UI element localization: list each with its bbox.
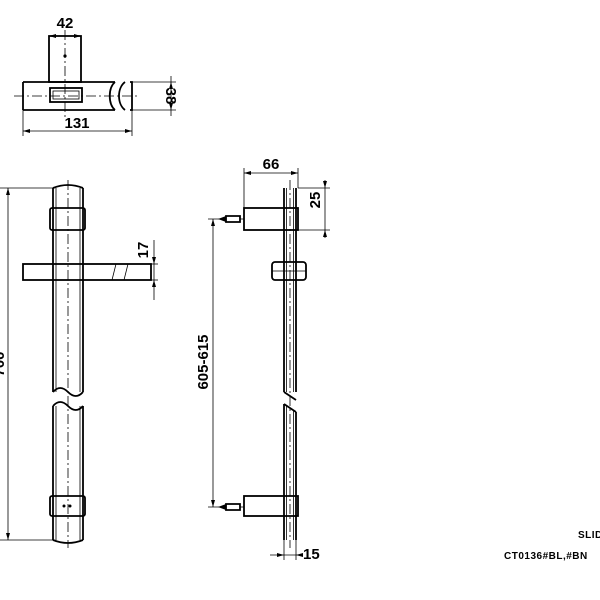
dim-holder-thickness: 17 <box>135 242 152 259</box>
dim-mount-spacing: 605-615 <box>195 334 212 389</box>
side-view <box>208 168 330 560</box>
product-name: SLID <box>578 530 600 541</box>
dim-rail-diameter: 15 <box>303 546 320 563</box>
dim-bracket-height: 25 <box>307 192 324 209</box>
dim-side-depth: 66 <box>263 156 280 173</box>
dim-top-width: 42 <box>57 15 74 32</box>
front-view <box>0 180 158 548</box>
model-code: CT0136#BL,#BN <box>504 551 588 562</box>
dim-top-height: 38 <box>162 88 179 105</box>
dim-top-length: 131 <box>64 115 89 132</box>
top-view <box>14 30 176 136</box>
dim-rail-length: 700 <box>0 351 8 376</box>
